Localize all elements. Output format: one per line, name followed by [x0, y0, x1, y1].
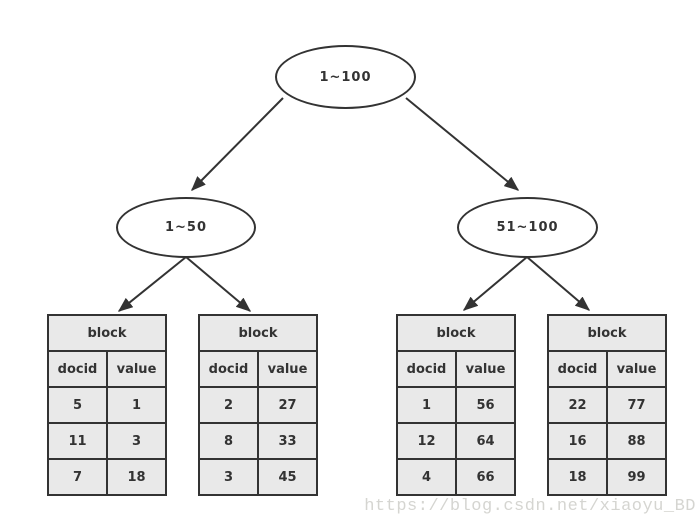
block-table-2: block docid value 2 27 8 33 3 45 [198, 314, 318, 496]
table-cell: 1 [396, 386, 457, 424]
table-cell: 99 [606, 458, 667, 496]
table-cell: 8 [198, 422, 259, 460]
table-cell: 5 [47, 386, 108, 424]
table-cell: 12 [396, 422, 457, 460]
table-cell: 33 [257, 422, 318, 460]
edge-right-to-table3 [462, 256, 528, 311]
table-cell: 3 [106, 422, 167, 460]
edge-root-to-left [191, 97, 284, 191]
block-table-3-title: block [396, 314, 516, 352]
block-table-2-col-value: value [257, 350, 318, 388]
table-cell: 56 [455, 386, 516, 424]
block-table-4-col-value: value [606, 350, 667, 388]
block-table-1-col-docid: docid [47, 350, 108, 388]
tree-node-left-label: 1~50 [164, 220, 208, 235]
tree-node-root: 1~100 [275, 45, 416, 109]
table-cell: 2 [198, 386, 259, 424]
table-cell: 16 [547, 422, 608, 460]
table-cell: 3 [198, 458, 259, 496]
block-table-4: block docid value 22 77 16 88 18 99 [547, 314, 667, 496]
block-table-2-title: block [198, 314, 318, 352]
tree-node-left: 1~50 [116, 197, 256, 258]
block-table-4-col-docid: docid [547, 350, 608, 388]
watermark-text: https://blog.csdn.net/xiaoyu_BD [364, 497, 696, 516]
table-cell: 1 [106, 386, 167, 424]
table-cell: 22 [547, 386, 608, 424]
tree-node-root-label: 1~100 [319, 69, 372, 85]
table-cell: 88 [606, 422, 667, 460]
block-table-4-title: block [547, 314, 667, 352]
table-cell: 45 [257, 458, 318, 496]
table-cell: 77 [606, 386, 667, 424]
table-cell: 27 [257, 386, 318, 424]
tree-node-right: 51~100 [457, 197, 598, 258]
block-table-1-col-value: value [106, 350, 167, 388]
block-table-1-title: block [47, 314, 167, 352]
block-table-2-col-docid: docid [198, 350, 259, 388]
table-cell: 18 [547, 458, 608, 496]
tree-node-right-label: 51~100 [496, 220, 559, 235]
block-table-3-col-value: value [455, 350, 516, 388]
table-cell: 18 [106, 458, 167, 496]
edge-right-to-table4 [526, 256, 591, 311]
block-table-3: block docid value 1 56 12 64 4 66 [396, 314, 516, 496]
table-cell: 64 [455, 422, 516, 460]
edge-left-to-table1 [117, 256, 187, 312]
block-table-1: block docid value 5 1 11 3 7 18 [47, 314, 167, 496]
table-cell: 7 [47, 458, 108, 496]
edge-root-to-right [405, 97, 520, 191]
table-cell: 11 [47, 422, 108, 460]
edge-left-to-table2 [185, 256, 252, 312]
table-cell: 66 [455, 458, 516, 496]
block-table-3-col-docid: docid [396, 350, 457, 388]
table-cell: 4 [396, 458, 457, 496]
